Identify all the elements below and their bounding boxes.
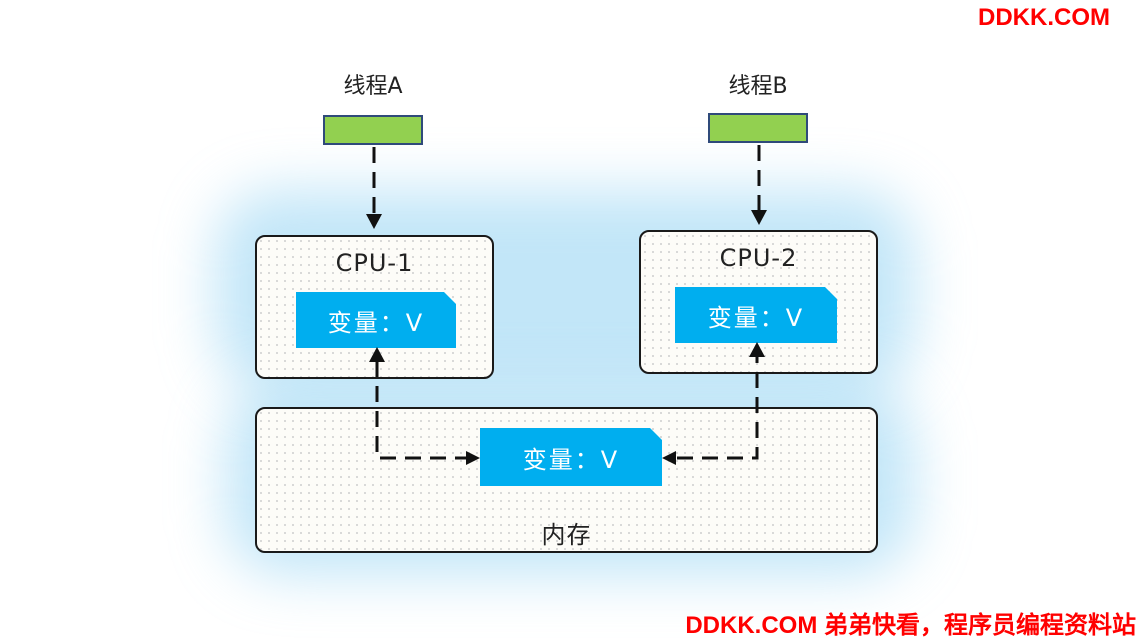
thread-a-arrowhead	[366, 214, 382, 229]
watermark-bottom: DDKK.COM 弟弟快看，程序员编程资料站	[685, 612, 1136, 639]
memory-to-cpu-1-line	[375, 362, 471, 460]
thread-a-block	[323, 115, 423, 145]
thread-a-label: 线程A	[343, 74, 403, 99]
cpu-2-label: CPU-2	[719, 244, 798, 272]
memory-left-arrowhead	[662, 451, 676, 465]
cpu-1-label: CPU-1	[335, 249, 414, 277]
watermark-top: DDKK.COM	[978, 4, 1110, 31]
cpu-2-variable-card: 变量：V	[675, 287, 837, 343]
memory-to-cpu-2-line	[677, 357, 759, 460]
cpu-2-up-arrowhead	[749, 342, 765, 357]
memory-label: 内存	[541, 521, 592, 549]
memory-right-arrowhead	[466, 451, 480, 465]
memory-variable-card: 变量：V	[480, 428, 662, 486]
thread-b-block	[708, 113, 808, 143]
cpu-1-variable-card: 变量：V	[296, 292, 456, 348]
thread-b-label: 线程B	[728, 74, 788, 99]
cpu-1-up-arrowhead	[369, 347, 385, 362]
thread-b-arrowhead	[751, 210, 767, 225]
